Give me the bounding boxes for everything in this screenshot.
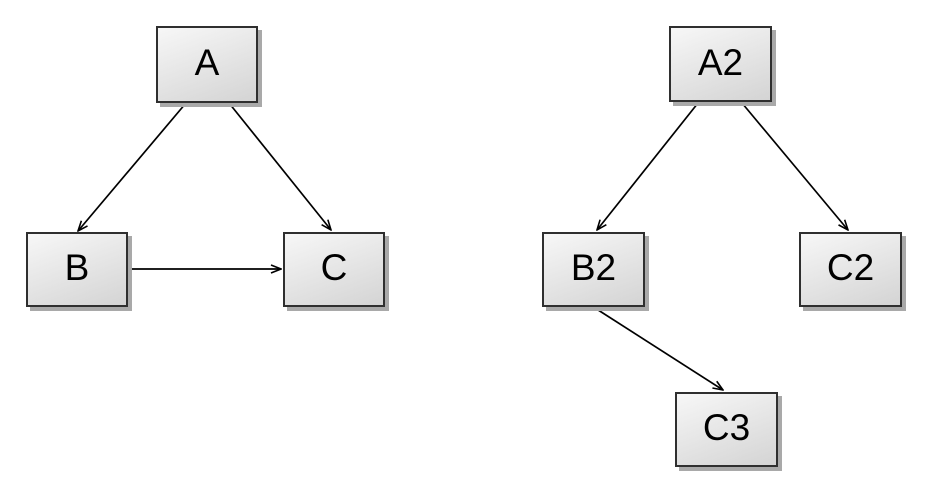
- edge-A2-B2[interactable]: [597, 102, 699, 230]
- node-a2[interactable]: A2: [669, 26, 772, 102]
- edge-A-C[interactable]: [228, 102, 331, 230]
- node-label: A2: [697, 41, 744, 83]
- edge-A-B[interactable]: [78, 102, 187, 231]
- node-label: C2: [826, 247, 875, 288]
- node-label: C: [320, 247, 348, 288]
- node-label: B2: [570, 247, 617, 288]
- node-c2[interactable]: C2: [799, 232, 902, 307]
- node-b2[interactable]: B2: [542, 232, 645, 307]
- node-c[interactable]: C: [283, 232, 385, 307]
- node-label: B: [64, 247, 90, 288]
- node-b[interactable]: B: [26, 232, 128, 307]
- node-label: A: [194, 42, 220, 83]
- node-label: C3: [702, 407, 751, 448]
- edge-B2-C3[interactable]: [594, 307, 723, 390]
- node-c3[interactable]: C3: [675, 392, 778, 467]
- edge-A2-C2[interactable]: [741, 102, 848, 230]
- node-a[interactable]: A: [156, 26, 258, 103]
